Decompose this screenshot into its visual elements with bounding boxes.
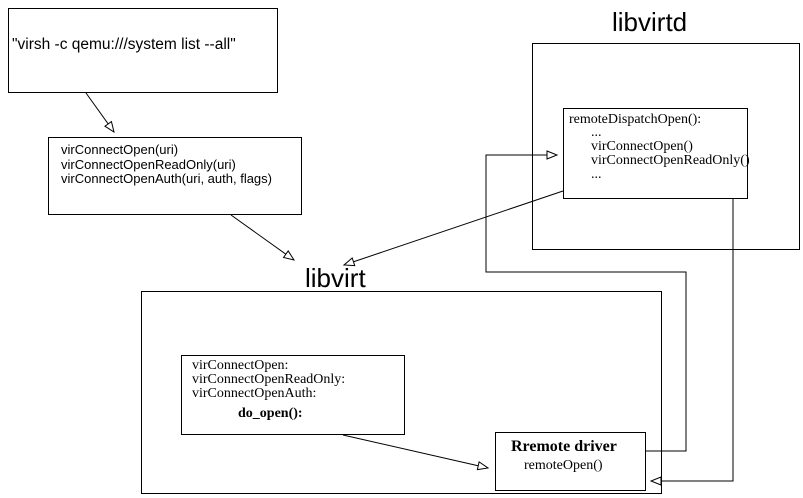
- remote-dispatch-body: ... virConnectOpen() virConnectOpenReadO…: [591, 126, 750, 182]
- do-open-call: do_open():: [238, 406, 303, 421]
- api-line-open-auth: virConnectOpenAuth(uri, auth, flags): [61, 171, 272, 186]
- arrow-api-to-libvirt: [230, 214, 294, 260]
- virsh-command-text: "virsh -c qemu:///system list --all": [12, 36, 236, 53]
- dispatch-vir-connect-open-readonly: virConnectOpenReadOnly(): [591, 153, 750, 168]
- api-line-open: virConnectOpen(uri): [61, 142, 179, 157]
- virsh-command-box: "virsh -c qemu:///system list --all": [8, 8, 278, 93]
- dispatch-ellipsis-top: ...: [591, 125, 602, 140]
- entry-vir-connect-open: virConnectOpen:: [192, 358, 289, 373]
- dispatch-vir-connect-open: virConnectOpen(): [591, 139, 693, 154]
- entry-vir-connect-open-readonly: virConnectOpenReadOnly:: [192, 372, 346, 387]
- entry-vir-connect-open-auth: virConnectOpenAuth:: [192, 386, 317, 401]
- entry-point-lines: virConnectOpen: virConnectOpenReadOnly: …: [192, 359, 345, 401]
- remote-driver-box: Rremote driver remoteOpen(): [495, 432, 646, 491]
- libvirtd-section-label: libvirtd: [612, 7, 688, 37]
- remote-driver-title: Rremote driver: [511, 438, 617, 455]
- remote-dispatch-open-box: remoteDispatchOpen(): ... virConnectOpen…: [563, 108, 750, 199]
- api-line-open-readonly: virConnectOpenReadOnly(uri): [61, 156, 236, 172]
- remote-dispatch-title: remoteDispatchOpen():: [569, 112, 702, 127]
- libvirt-entry-points-box: virConnectOpen: virConnectOpenReadOnly: …: [181, 355, 405, 435]
- arrow-virsh-to-api: [85, 92, 114, 132]
- remote-open-call: remoteOpen(): [524, 458, 603, 473]
- public-api-box: virConnectOpen(uri) virConnectOpenReadOn…: [48, 137, 302, 215]
- libvirt-section-label: libvirt: [305, 263, 366, 293]
- arrow-dispatch-to-libvirt: [344, 190, 564, 265]
- public-api-lines: virConnectOpen(uri) virConnectOpenReadOn…: [61, 142, 272, 187]
- dispatch-ellipsis-bottom: ...: [591, 167, 602, 182]
